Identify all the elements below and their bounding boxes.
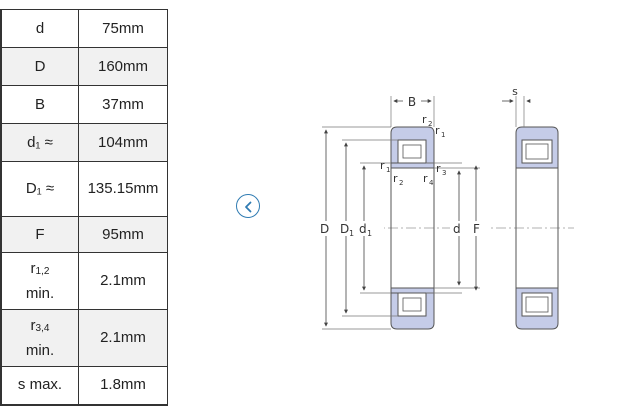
spec-row-d: d 75mm	[0, 9, 168, 48]
previous-button[interactable]	[236, 194, 260, 218]
radius-label-r1-top-sub: 1	[441, 131, 445, 139]
spec-label: r3,4 min.	[0, 309, 79, 367]
radius-label-r2-bottom: r	[393, 172, 398, 185]
radius-label-r1-left-sub: 1	[386, 166, 390, 174]
spec-label-line2: min.	[25, 284, 55, 302]
spec-row-B: B 37mm	[0, 85, 168, 124]
radius-label-r1-top: r	[435, 124, 440, 137]
spec-label: d	[0, 9, 79, 48]
spec-value: 1.8mm	[78, 366, 168, 406]
dim-label-d1: d	[359, 222, 367, 236]
spec-label: r1,2 min.	[0, 252, 79, 310]
spec-label: F	[0, 216, 79, 253]
dim-label-F: F	[473, 222, 480, 236]
spec-row-F: F 95mm	[0, 216, 168, 253]
spec-value: 2.1mm	[78, 252, 168, 310]
spec-row-s: s max. 1.8mm	[0, 366, 168, 406]
spec-label-line2: min.	[25, 341, 55, 359]
spec-value: 160mm	[78, 47, 168, 86]
radius-label-r3: r	[436, 162, 441, 175]
spec-row-d1: d₁ ≈ 104mm	[0, 123, 168, 162]
radius-label-r2-bottom-sub: 2	[399, 179, 403, 187]
spec-label: D₁ ≈	[0, 161, 79, 217]
dim-label-d: d	[453, 222, 461, 236]
spec-table: d 75mm D 160mm B 37mm d₁ ≈ 104mm D₁ ≈ 13…	[0, 9, 168, 406]
spec-row-D: D 160mm	[0, 47, 168, 86]
spec-label: D	[0, 47, 79, 86]
radius-label-r3-sub: 3	[442, 169, 446, 177]
dim-label-s: s	[512, 85, 518, 98]
spec-value: 135.15mm	[78, 161, 168, 217]
spec-row-r34: r3,4 min. 2.1mm	[0, 309, 168, 367]
dim-label-d1-sub: 1	[367, 229, 372, 238]
radius-label-r2-top-sub: 2	[428, 120, 432, 128]
chevron-left-icon	[245, 201, 252, 213]
extension-lines	[322, 96, 525, 330]
bearing-section-side	[515, 126, 559, 330]
dim-label-D1: D	[340, 222, 349, 236]
spec-row-r12: r1,2 min. 2.1mm	[0, 252, 168, 310]
spec-label-main: r	[30, 259, 36, 277]
radius-label-r4-sub: 4	[429, 179, 434, 187]
spec-label-sub: 3,4	[35, 322, 50, 334]
spec-value: 104mm	[78, 123, 168, 162]
spec-label: d₁ ≈	[0, 123, 79, 162]
spec-value: 37mm	[78, 85, 168, 124]
dim-label-B: B	[408, 95, 416, 109]
dim-label-D: D	[320, 222, 329, 236]
dim-label-D1-sub: 1	[349, 229, 354, 238]
spec-row-D1: D₁ ≈ 135.15mm	[0, 161, 168, 217]
spec-label-main: r	[30, 316, 36, 334]
spec-label-sub: 1,2	[35, 265, 50, 277]
spec-value: 2.1mm	[78, 309, 168, 367]
spec-value: 95mm	[78, 216, 168, 253]
spec-label: s max.	[0, 366, 79, 406]
radius-label-r2-top: r	[422, 113, 427, 126]
radius-label-r1-left: r	[380, 159, 385, 172]
radius-label-r4: r	[423, 172, 428, 185]
spec-label: B	[0, 85, 79, 124]
